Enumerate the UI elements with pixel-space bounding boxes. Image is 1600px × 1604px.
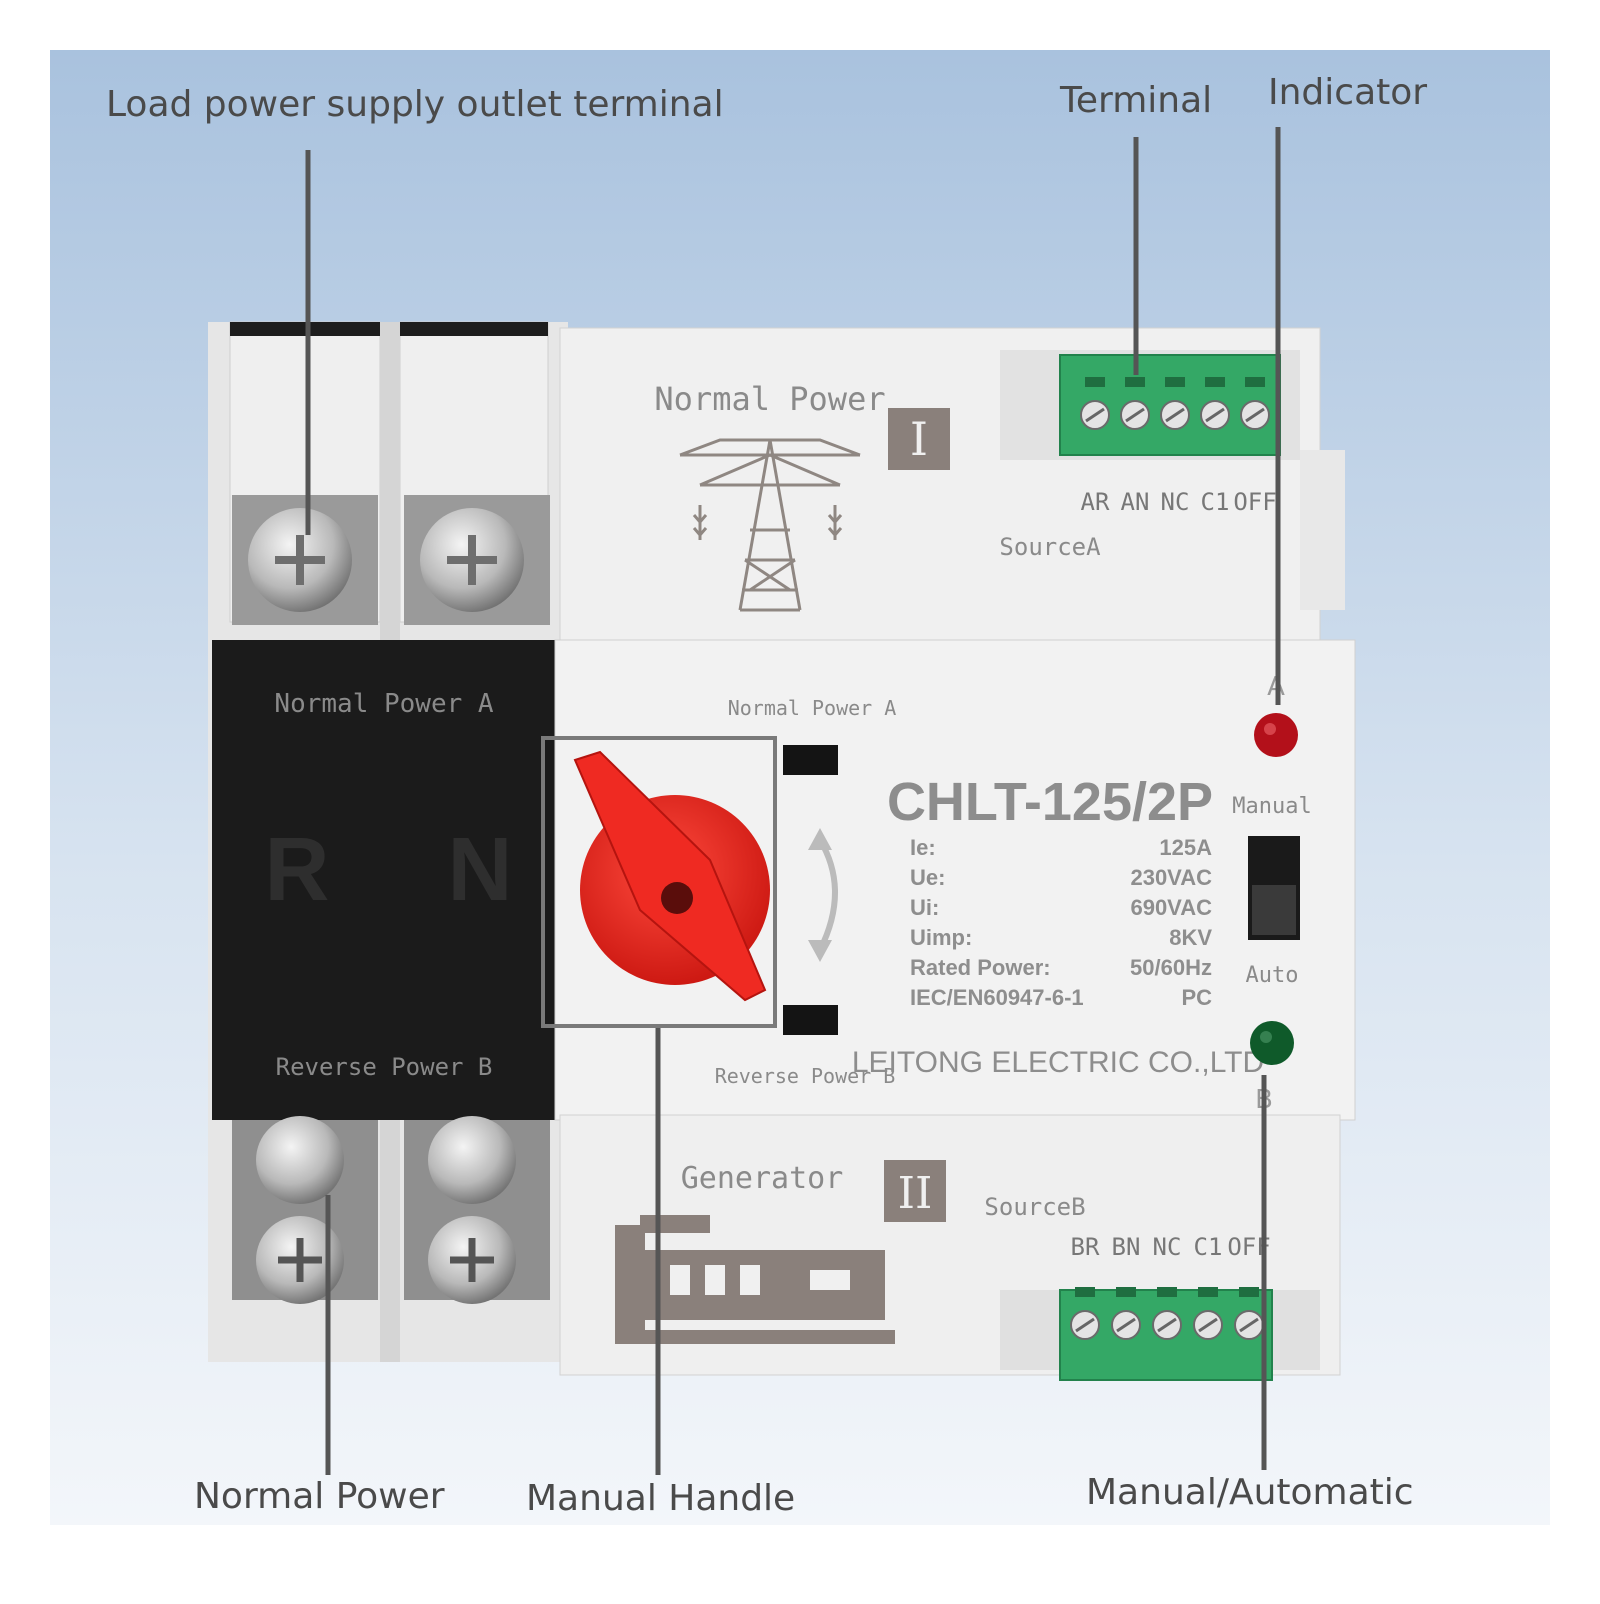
switch-panel: Normal Power A Reverse Power B CHLT-125/… xyxy=(541,672,1312,1115)
terminal-b-slot xyxy=(1116,1287,1136,1297)
terminal-a-slot xyxy=(1165,377,1185,387)
switch-top-label: Normal Power A xyxy=(728,696,897,720)
terminal-a-slot xyxy=(1245,377,1265,387)
callout-lines xyxy=(305,127,1281,1475)
left-terminal-block: Normal Power A R N Reverse Power B xyxy=(208,321,568,1362)
spec-value: 125A xyxy=(1159,835,1212,860)
terminal-b-slot xyxy=(1198,1287,1218,1297)
manual-handle-lever[interactable] xyxy=(573,750,767,1002)
callout-manual-automatic: Manual/Automatic xyxy=(1086,1472,1414,1513)
callout-terminal: Terminal xyxy=(1060,80,1213,121)
roman-one: I xyxy=(910,412,928,466)
source-a-title: Normal Power xyxy=(654,380,885,418)
spec-label: Rated Power: xyxy=(910,955,1051,980)
mode-auto-label: Auto xyxy=(1246,963,1299,988)
rotate-arrow-icon xyxy=(817,838,838,952)
block-top-label: Normal Power A xyxy=(274,689,493,719)
terminal-a-label: OFF xyxy=(1233,488,1276,516)
terminal-a-label: C1 xyxy=(1201,488,1230,516)
mode-manual-label: Manual xyxy=(1232,794,1311,819)
source-b-title: Generator xyxy=(681,1161,844,1196)
roman-two: II xyxy=(898,1168,933,1219)
indicator-b-light xyxy=(1250,1021,1294,1065)
spec-value: PC xyxy=(1181,985,1212,1010)
callout-indicator: Indicator xyxy=(1268,72,1428,113)
terminal-b-label: BR xyxy=(1071,1233,1100,1261)
pylon-icon xyxy=(679,438,861,612)
source-b-label: SourceB xyxy=(984,1193,1085,1221)
terminal-b-slot xyxy=(1157,1287,1177,1297)
spec-value: 230VAC xyxy=(1130,865,1212,890)
mode-selector-slider[interactable] xyxy=(1252,885,1296,935)
callout-normal-power: Normal Power xyxy=(194,1476,445,1517)
terminal-a-label: AN xyxy=(1121,488,1150,516)
indicator-a-light xyxy=(1254,713,1298,757)
spec-value: 50/60Hz xyxy=(1130,955,1212,980)
spec-label: Uimp: xyxy=(910,925,972,950)
roman-two-badge xyxy=(884,1160,946,1222)
terminal-a-slot xyxy=(1205,377,1225,387)
handle-highlight-frame xyxy=(541,736,777,1028)
roman-one-badge xyxy=(888,408,950,470)
spec-label: Ui: xyxy=(910,895,939,920)
spec-value: 8KV xyxy=(1169,925,1212,950)
block-bottom-label: Reverse Power B xyxy=(276,1053,493,1081)
block-n-label: N xyxy=(448,820,513,920)
callout-manual-handle: Manual Handle xyxy=(526,1478,796,1519)
terminal-b-label: BN xyxy=(1112,1233,1141,1261)
spec-label: Ie: xyxy=(910,835,936,860)
switch-bottom-label: Reverse Power B xyxy=(715,1064,896,1088)
screw-icon xyxy=(256,1116,344,1204)
terminal-a-label: AR xyxy=(1081,488,1110,516)
spec-value: 690VAC xyxy=(1130,895,1212,920)
block-r-label: R xyxy=(265,820,330,920)
terminal-b-label: C1 xyxy=(1194,1233,1223,1261)
spec-label: Ue: xyxy=(910,865,945,890)
terminal-a-slot xyxy=(1085,377,1105,387)
terminal-b-slot xyxy=(1075,1287,1095,1297)
terminal-cover xyxy=(212,640,557,1120)
screw-icon xyxy=(428,1116,516,1204)
terminal-b-label: NC xyxy=(1153,1233,1182,1261)
terminal-b-slot xyxy=(1239,1287,1259,1297)
spec-label: IEC/EN60947-6-1 xyxy=(910,985,1084,1010)
terminal-a-slot xyxy=(1125,377,1145,387)
source-a-label: SourceA xyxy=(999,533,1101,561)
callout-load-outlet: Load power supply outlet terminal xyxy=(106,84,724,125)
manufacturer: LEITONG ELECTRIC CO.,LTD xyxy=(852,1046,1264,1079)
model-number: CHLT-125/2P xyxy=(887,772,1213,832)
handle-pivot xyxy=(661,882,693,914)
terminal-a-label: NC xyxy=(1161,488,1190,516)
